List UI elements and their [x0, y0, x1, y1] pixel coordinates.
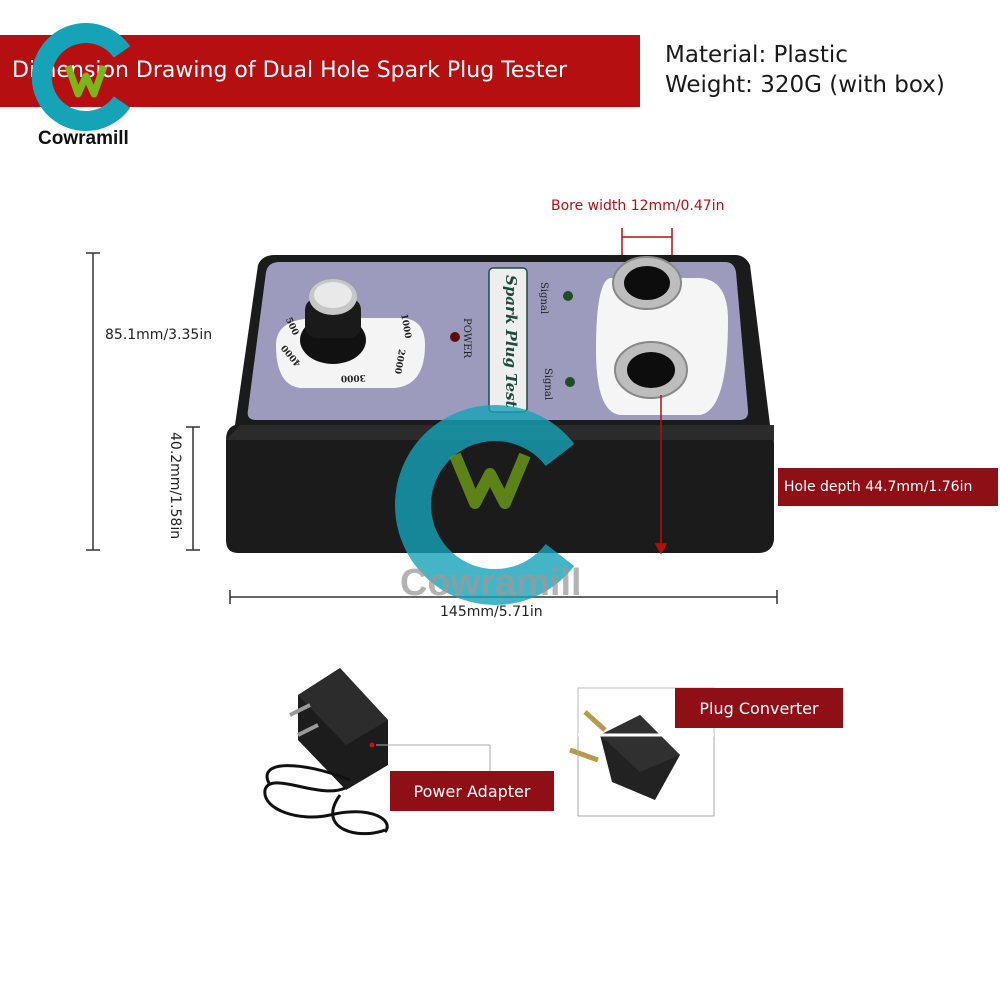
title-banner: Dimension Drawing of Dual Hole Spark Plu… [0, 35, 640, 107]
power-led [450, 332, 460, 342]
watermark-logo-icon [395, 405, 575, 605]
device-label: Spark Plug Tester [494, 273, 522, 407]
height-total-label: 85.1mm/3.35in [105, 327, 213, 343]
dial-mark-3000: 3000 [340, 372, 366, 383]
height-body-label: 40.2mm/1.58in [167, 432, 183, 540]
weight-text: Weight: 320G (with box) [665, 72, 945, 98]
power-adapter-text: Power Adapter [413, 781, 531, 801]
brand-name: Cowramill [38, 128, 129, 149]
specs-block: Material: Plastic Weight: 320G (with box… [665, 40, 945, 100]
signal-text-1: Signal [538, 282, 549, 315]
power-text: POWER [461, 318, 472, 359]
signal-led-1 [563, 291, 573, 301]
hole-depth-label: Hole depth 44.7mm/1.76in [778, 468, 998, 506]
tester-box [226, 255, 774, 553]
material-text: Material: Plastic [665, 42, 848, 68]
device-name-text: Spark Plug Tester [502, 275, 520, 407]
cowramill-logo-icon [31, 23, 131, 131]
signal-led-2 [565, 377, 575, 387]
power-adapter-label: Power Adapter [390, 771, 554, 811]
dimension-lines [86, 252, 778, 604]
power-adapter-image [263, 668, 491, 836]
plug-converter-label: Plug Converter [675, 688, 843, 728]
hole-depth-text: Hole depth 44.7mm/1.76in [784, 479, 973, 495]
hole-depth-arrow [654, 395, 668, 555]
signal-text-2: Signal [542, 368, 553, 401]
watermark-brand: Cowramill [400, 562, 582, 604]
length-label: 145mm/5.71in [440, 604, 543, 620]
bore-width-label: Bore width 12mm/0.47in [551, 198, 725, 214]
plug-converter-text: Plug Converter [699, 698, 819, 718]
